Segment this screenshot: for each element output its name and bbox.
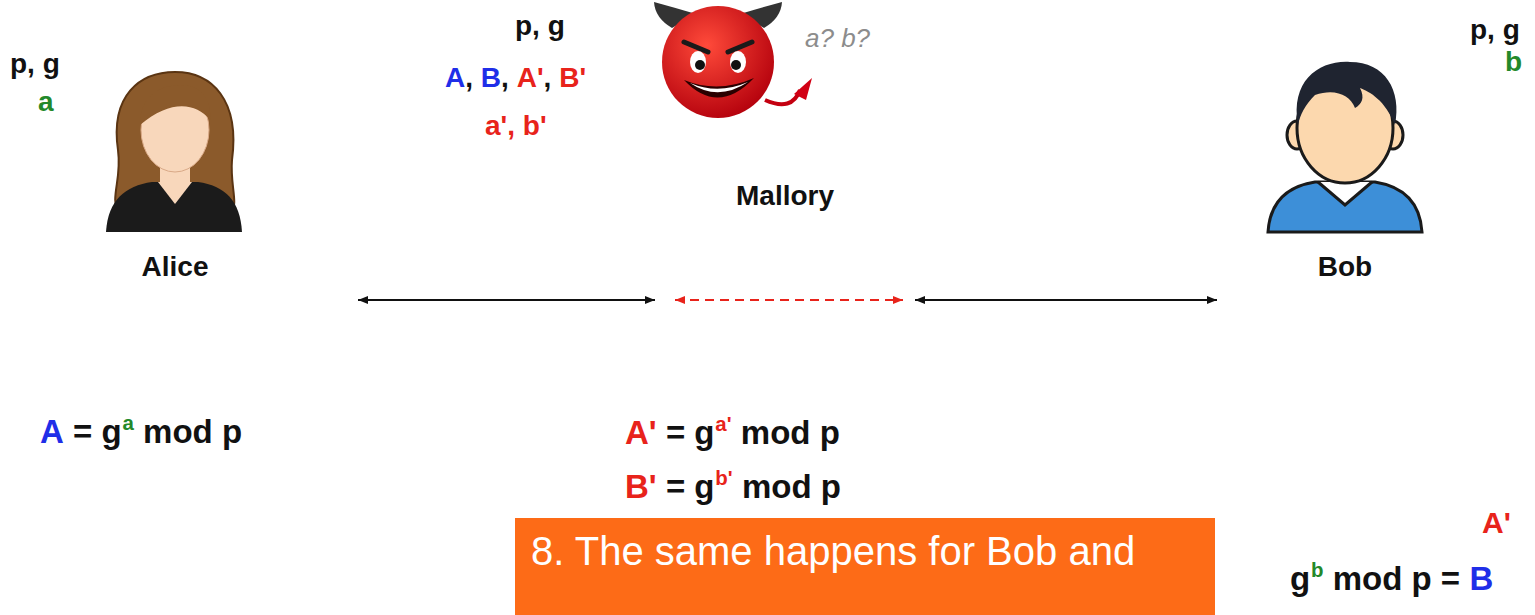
formula-term: A	[40, 413, 64, 450]
label-group: a', b'	[485, 110, 547, 142]
shared-params: p, g	[515, 10, 565, 41]
intercepted-keys: ,	[465, 62, 473, 93]
label-group: A'= ga' mod p	[625, 414, 840, 452]
devil-pupil	[731, 60, 741, 70]
label-group: a	[38, 86, 54, 118]
alice-figure	[106, 72, 242, 232]
received-key: A'	[1482, 506, 1511, 539]
label-group: A,B,A',B'	[445, 62, 586, 94]
label-group: b	[1505, 46, 1522, 78]
label-group: A= ga mod p	[40, 413, 242, 451]
devil-icon	[654, 2, 812, 118]
formula-term: B	[1469, 560, 1493, 597]
label-group: B'= gb' mod p	[625, 468, 841, 506]
label-group: p, g	[1470, 14, 1520, 46]
intercepted-keys: A	[445, 62, 465, 93]
step-callout: 8. The same happens for Bob and	[515, 518, 1215, 615]
label-group: p, g	[10, 48, 60, 80]
unknown-secrets: a? b?	[805, 23, 870, 53]
neckline	[158, 182, 192, 204]
formula-term: b'	[715, 466, 732, 489]
label-group: A'	[1482, 506, 1511, 541]
formula-term: = g	[73, 413, 122, 450]
formula-term: a'	[715, 412, 731, 435]
formula-term: mod p	[143, 413, 242, 450]
formula-term: a	[123, 411, 134, 434]
devil-eye	[730, 51, 746, 73]
label-group: p, g	[515, 10, 565, 42]
body	[1268, 182, 1422, 232]
node-label: Alice	[142, 251, 209, 283]
formula-term: = g	[666, 414, 715, 451]
devil-mouth	[684, 78, 754, 98]
devil-brow	[728, 42, 752, 52]
devil-brow	[684, 42, 708, 52]
private-secret: b	[1505, 46, 1522, 77]
node-label: 8. The same happens for Bob and	[531, 528, 1135, 574]
link-arrow	[915, 299, 1217, 301]
body	[106, 182, 242, 232]
intercepted-keys: B	[481, 62, 501, 93]
formula-term: mod p	[742, 468, 841, 505]
intercepted-keys: B'	[559, 62, 586, 93]
label-group: gb mod p =B	[1290, 560, 1493, 598]
bob-figure	[1268, 62, 1422, 232]
label-group: a? b?	[805, 24, 870, 54]
shared-params: p, g	[10, 48, 60, 79]
intercepted-keys: ,	[501, 62, 509, 93]
intercepted-keys: A'	[517, 62, 544, 93]
intercepted-keys: ,	[544, 62, 552, 93]
devil-eye	[690, 51, 706, 73]
shared-params: p, g	[1470, 14, 1520, 45]
formula-term: mod p	[741, 414, 840, 451]
attacker-node: Mallory	[655, 0, 915, 320]
hair	[1297, 62, 1397, 125]
formula-term: g	[1290, 560, 1310, 597]
formula-term: B'	[625, 468, 657, 505]
devil-tail	[765, 90, 800, 104]
fake-secrets: a', b'	[485, 110, 547, 141]
node-label: Mallory	[736, 180, 834, 212]
formula-term: = g	[666, 468, 715, 505]
devil-pupil	[695, 60, 705, 70]
intercept-arrow	[675, 299, 903, 301]
node-label: Bob	[1318, 251, 1372, 283]
person-node: Bob	[1217, 40, 1535, 320]
formula-term: A'	[625, 414, 657, 451]
devil-face	[662, 6, 774, 118]
link-arrow	[358, 299, 655, 301]
private-secret: a	[38, 86, 54, 117]
formula-term: b	[1311, 558, 1323, 581]
bangs	[140, 85, 210, 125]
devil-teeth	[690, 82, 748, 92]
formula-term: mod p =	[1333, 560, 1460, 597]
collar	[1318, 182, 1372, 205]
devil-tail-tip	[794, 78, 812, 100]
person-node: Alice	[0, 60, 358, 320]
